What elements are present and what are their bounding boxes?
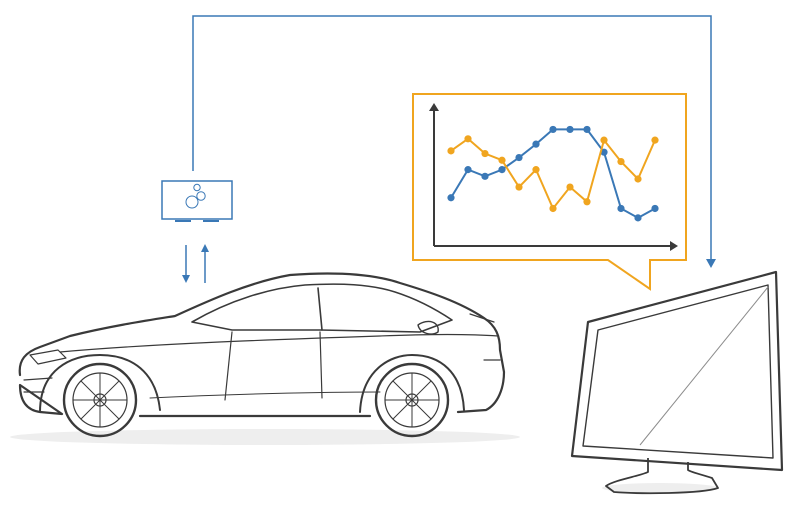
series-2-point-7	[549, 204, 557, 213]
line-chart-plot	[447, 125, 659, 222]
chart-callout	[412, 93, 687, 291]
series-2-point-1	[447, 147, 455, 155]
series-2-point-6	[532, 166, 540, 174]
chart-axes	[433, 110, 670, 247]
series-2-point-13	[651, 136, 659, 144]
y-axis-arrow	[429, 103, 439, 111]
series-2-point-9	[583, 198, 591, 206]
series-1-point-13	[651, 204, 659, 213]
series-2-point-3	[481, 149, 489, 158]
series-2-point-4	[498, 156, 506, 164]
series-2-point-2	[464, 135, 472, 143]
series-1-point-1	[447, 194, 455, 202]
series-1-point-6	[532, 140, 540, 148]
series-1-point-11	[617, 204, 625, 213]
bidirectional-arrows-icon	[182, 244, 209, 283]
series-1-point-12	[634, 214, 642, 222]
monitor-icon	[570, 270, 784, 495]
series-2-point-10	[600, 136, 608, 144]
series-1-point-2	[464, 166, 472, 174]
arrow-head-down	[706, 259, 716, 268]
series-1-point-3	[481, 172, 489, 180]
series-1-point-5	[515, 153, 523, 162]
car-icon	[10, 272, 520, 445]
series-2-point-12	[634, 175, 642, 183]
series-2-point-5	[515, 183, 523, 191]
series-2-point-8	[566, 183, 574, 191]
series-1-point-9	[583, 125, 591, 134]
series-1-point-8	[566, 125, 574, 134]
x-axis-arrow	[670, 241, 678, 251]
series-1-point-7	[549, 125, 557, 134]
series-2-point-11	[617, 157, 625, 166]
series-1-point-4	[498, 166, 506, 174]
connection-line	[192, 15, 712, 262]
device-icon	[161, 180, 233, 222]
